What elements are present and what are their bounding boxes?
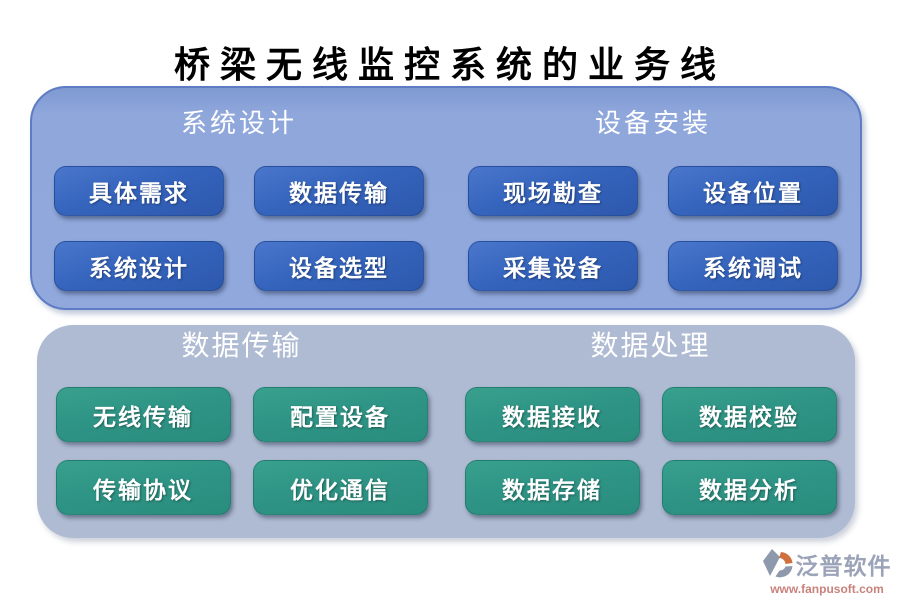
panel-bottom: 数据传输 无线传输 配置设备 传输协议 优化通信 数据处理 数据接收 数据校验 … (37, 325, 855, 538)
brand-name: 泛普软件 (795, 553, 892, 579)
section-header-data-processing: 数据处理 (590, 331, 711, 362)
section-header-equipment-installation: 设备安装 (594, 108, 711, 138)
button-grid-system-design: 具体需求 数据传输 系统设计 设备选型 (54, 166, 424, 291)
button-system-design[interactable]: 系统设计 (54, 241, 224, 291)
button-equipment-location[interactable]: 设备位置 (668, 166, 838, 216)
button-data-verification[interactable]: 数据校验 (661, 387, 837, 442)
button-acquisition-equipment[interactable]: 采集设备 (468, 241, 638, 291)
button-system-debugging[interactable]: 系统调试 (668, 241, 838, 291)
section-data-processing: 数据处理 数据接收 数据校验 数据存储 数据分析 (446, 325, 855, 538)
section-system-design: 系统设计 具体需求 数据传输 系统设计 设备选型 (32, 88, 446, 308)
brand-url: www.fanpusoft.com (770, 582, 884, 596)
button-data-receiving[interactable]: 数据接收 (464, 387, 640, 442)
section-data-transmission: 数据传输 无线传输 配置设备 传输协议 优化通信 (37, 325, 446, 538)
section-header-system-design: 系统设计 (180, 108, 297, 138)
button-grid-data-processing: 数据接收 数据校验 数据存储 数据分析 (464, 387, 837, 515)
brand-watermark: 泛普软件 www.fanpusoft.com (758, 547, 896, 596)
button-wireless-transmission[interactable]: 无线传输 (55, 387, 231, 442)
button-data-storage[interactable]: 数据存储 (464, 460, 640, 515)
button-grid-equipment-installation: 现场勘查 设备位置 采集设备 系统调试 (468, 166, 838, 291)
button-specific-requirements[interactable]: 具体需求 (54, 166, 224, 216)
button-site-survey[interactable]: 现场勘查 (468, 166, 638, 216)
button-optimize-communication[interactable]: 优化通信 (252, 460, 428, 515)
button-data-transmission[interactable]: 数据传输 (254, 166, 424, 216)
button-transmission-protocol[interactable]: 传输协议 (55, 460, 231, 515)
button-grid-data-transmission: 无线传输 配置设备 传输协议 优化通信 (55, 387, 428, 515)
page-title: 桥梁无线监控系统的业务线 (173, 45, 726, 85)
section-equipment-installation: 设备安装 现场勘查 设备位置 采集设备 系统调试 (446, 88, 860, 308)
section-header-data-transmission: 数据传输 (181, 331, 302, 362)
button-configure-equipment[interactable]: 配置设备 (252, 387, 428, 442)
fanpu-logo-icon (762, 548, 793, 580)
button-data-analysis[interactable]: 数据分析 (661, 460, 837, 515)
panel-top: 系统设计 具体需求 数据传输 系统设计 设备选型 设备安装 现场勘查 设备位置 … (30, 86, 862, 310)
button-equipment-selection[interactable]: 设备选型 (254, 241, 424, 291)
